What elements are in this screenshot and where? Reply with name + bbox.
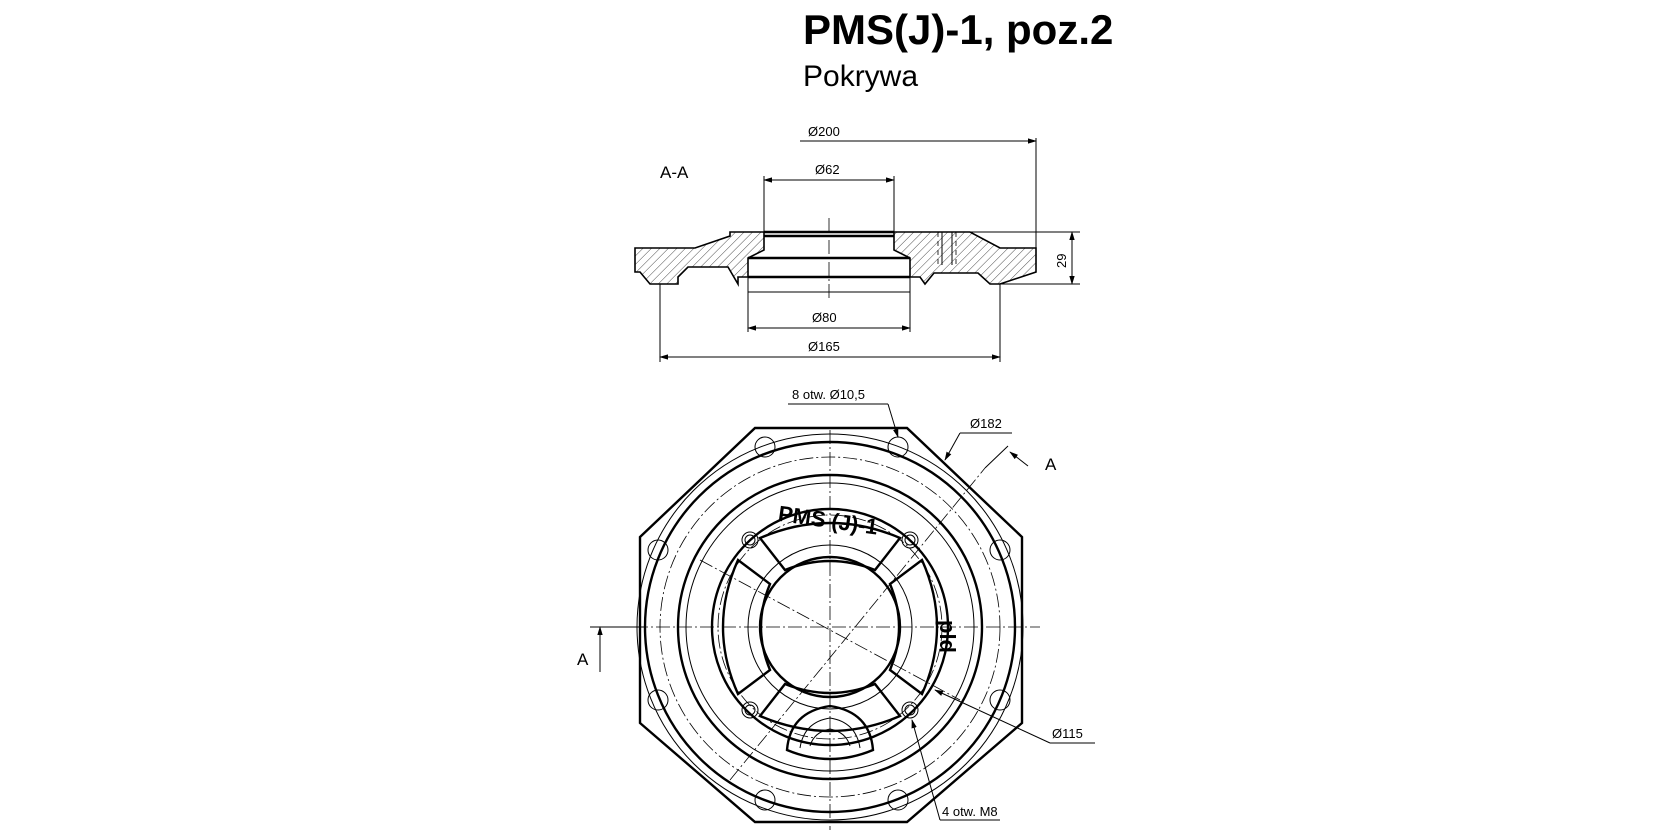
badge-outline bbox=[785, 704, 875, 761]
embossed-logo: pld bbox=[935, 620, 960, 653]
dim-d62: Ø62 bbox=[815, 162, 840, 177]
outer-flange-outline bbox=[638, 426, 1024, 824]
flange-holes bbox=[647, 436, 1011, 811]
pocket-left bbox=[721, 558, 772, 696]
embossed-text: PMS (J)-1 bbox=[777, 501, 880, 540]
pocket-right bbox=[888, 558, 939, 696]
callout-threaded-holes: 4 otw. M8 bbox=[942, 804, 998, 819]
pocket-top bbox=[758, 521, 902, 572]
plan-view: PMS (J)-1 pld A bbox=[577, 387, 1095, 830]
drawing-title: PMS(J)-1, poz.2 bbox=[803, 6, 1113, 53]
section-label: A-A bbox=[660, 163, 689, 182]
section-left-half bbox=[634, 231, 765, 287]
callout-d115: Ø115 bbox=[1052, 726, 1083, 741]
drawing-subtitle: Pokrywa bbox=[803, 60, 918, 93]
section-view: A-A Ø200 Ø62 29 bbox=[634, 124, 1080, 362]
section-marker-right: A bbox=[1045, 455, 1057, 474]
callout-d182: Ø182 bbox=[970, 416, 1002, 431]
pocket-bottom bbox=[758, 682, 902, 733]
section-marker-left: A bbox=[577, 650, 589, 669]
dim-d165: Ø165 bbox=[808, 339, 840, 354]
section-right-half bbox=[893, 231, 1037, 286]
dim-d200: Ø200 bbox=[808, 124, 840, 139]
threaded-holes bbox=[741, 531, 919, 719]
callout-flange-holes: 8 otw. Ø10,5 bbox=[792, 387, 865, 402]
dim-h29: 29 bbox=[1054, 254, 1069, 268]
dim-d80: Ø80 bbox=[812, 310, 837, 325]
